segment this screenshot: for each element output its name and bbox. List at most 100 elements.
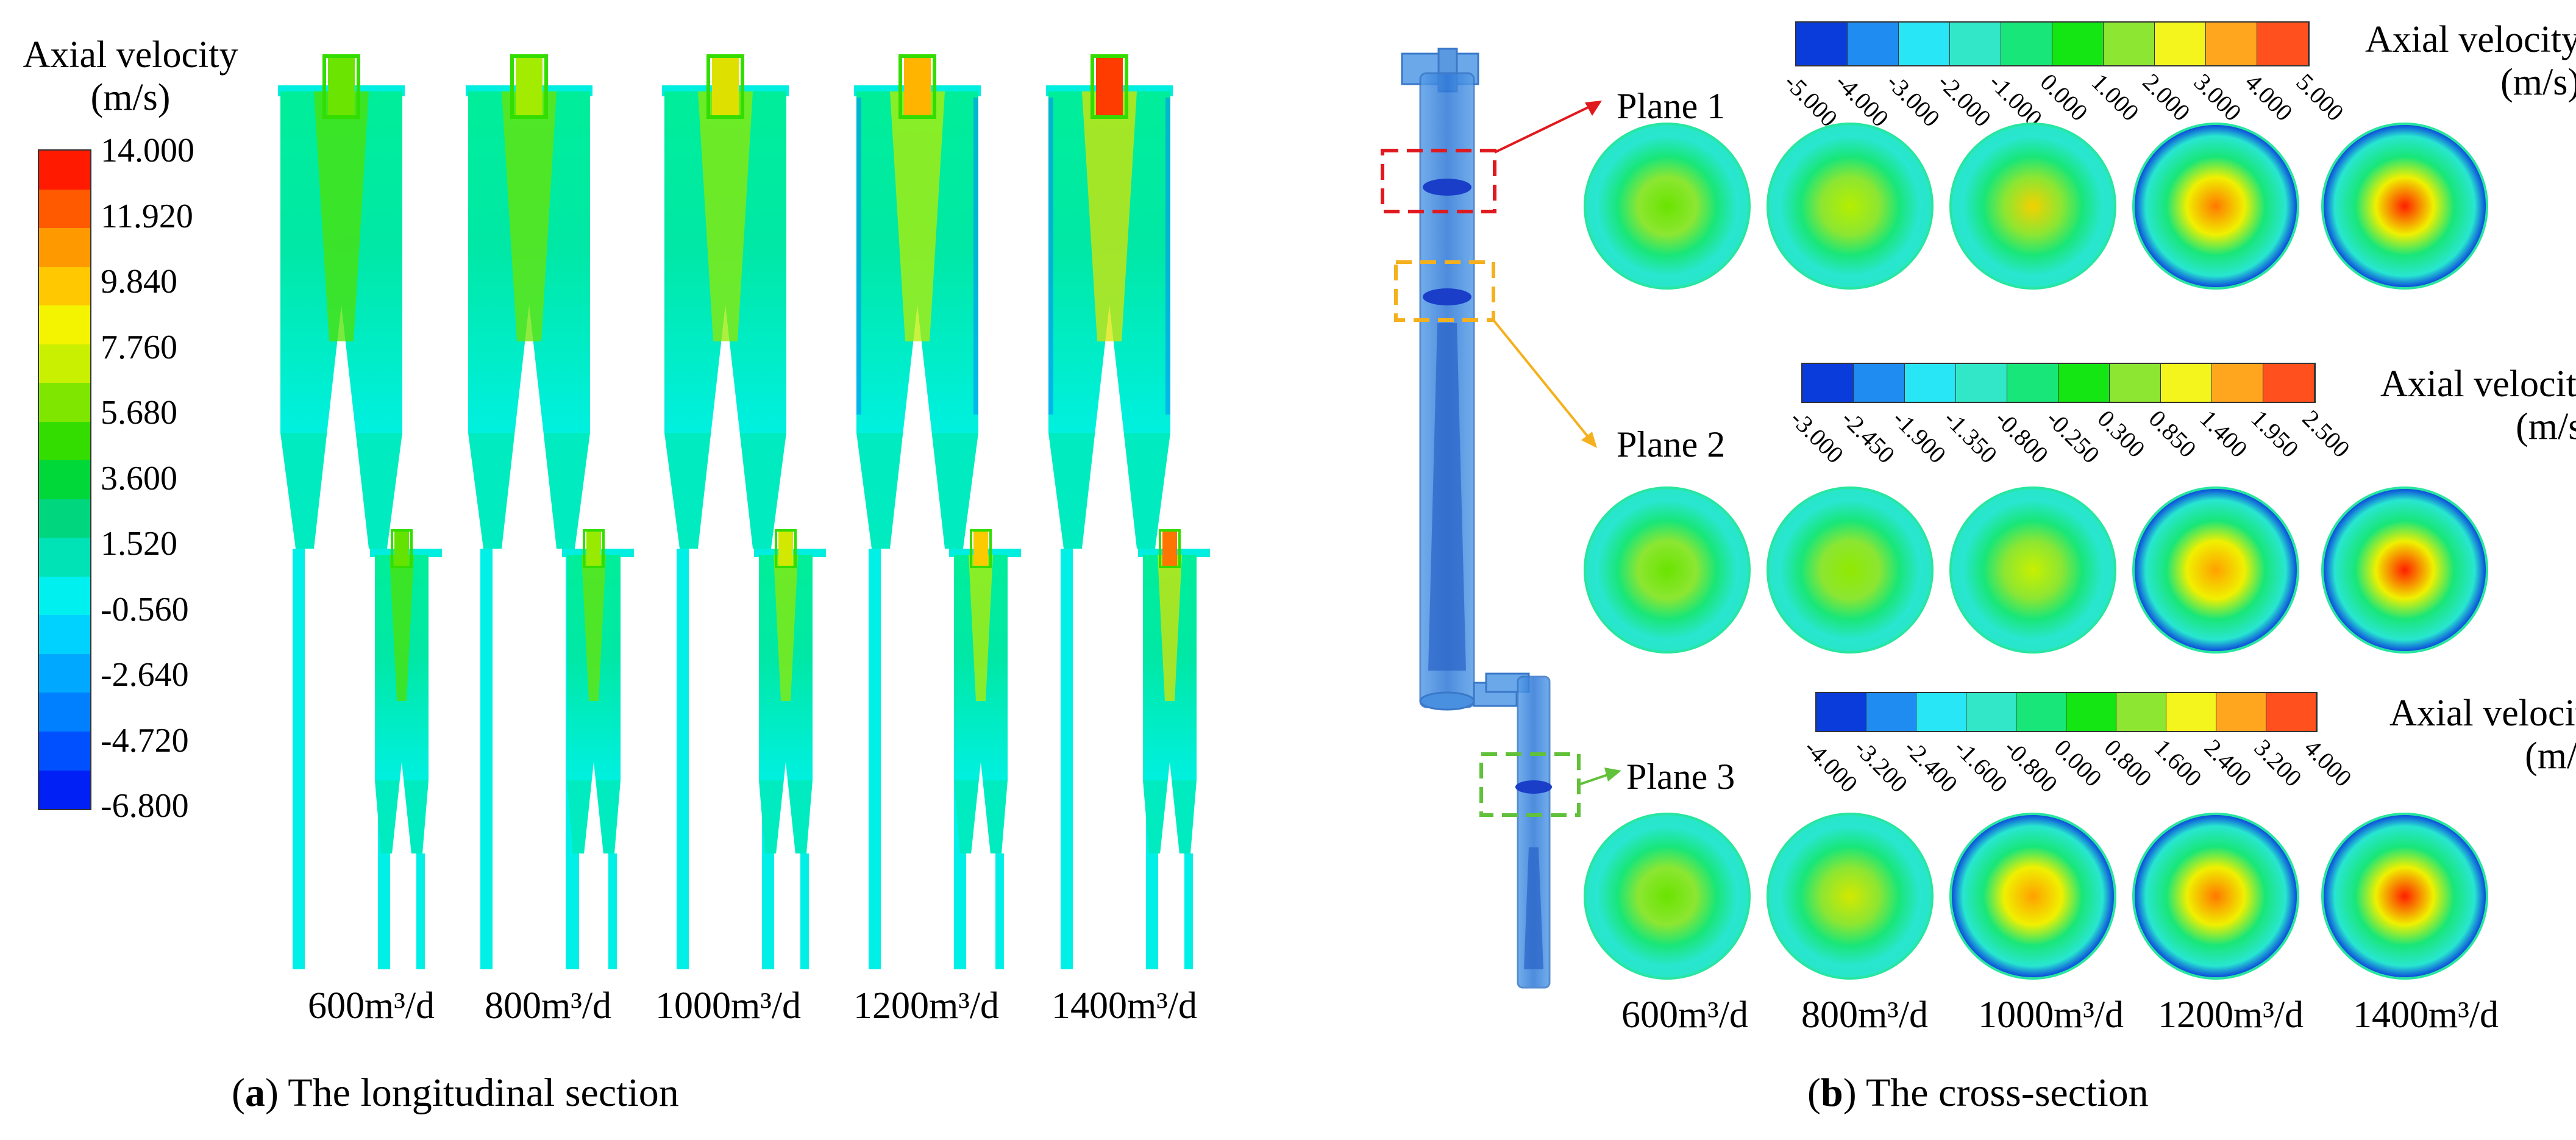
upper-overflow-pipe xyxy=(706,54,744,119)
colorbar-swatch xyxy=(2206,23,2257,65)
lower-overflow-jet xyxy=(778,530,793,567)
colorbar-swatch xyxy=(2116,693,2166,731)
legend-a-title-line2: (m/s) xyxy=(90,77,171,118)
colorbar-swatch xyxy=(2263,364,2314,402)
legend-a-swatch xyxy=(39,421,90,461)
flow-rate-label-a: 1400m³/d xyxy=(1051,985,1198,1027)
upper-spindle xyxy=(1082,305,1137,549)
plane-3-section-2 xyxy=(1767,813,1934,980)
legend-title-line2: (m/s) xyxy=(2516,406,2576,447)
colorbar-swatch xyxy=(2007,364,2058,402)
legend-a-colorbar xyxy=(38,149,91,810)
legend-a-tick-label: -4.720 xyxy=(101,721,189,760)
colorbar-swatch xyxy=(2104,23,2155,65)
legend-a-swatch xyxy=(39,770,90,810)
lower-core xyxy=(969,555,993,701)
upper-underflow-left xyxy=(869,549,881,969)
upper-overflow-jet xyxy=(904,56,931,117)
longitudinal-contours xyxy=(278,54,1210,969)
caption-b-text: The cross-section xyxy=(1856,1071,2149,1115)
plane-1-section-5 xyxy=(2321,123,2488,290)
lower-underflow-left xyxy=(958,853,966,969)
caption-a-text: The longitudinal section xyxy=(278,1071,679,1115)
flow-rate-label-b: 800m³/d xyxy=(1801,994,1929,1036)
colorbar-swatch xyxy=(1956,364,2007,402)
legend-a-swatch xyxy=(39,344,90,383)
lower-underflow-left xyxy=(763,853,771,969)
upper-underflow-left xyxy=(677,549,689,969)
legend-a-swatch xyxy=(39,383,90,422)
plane-1-label: Plane 1 xyxy=(1617,86,1726,126)
legend-a-tick-label: 1.520 xyxy=(101,525,177,563)
legend-a-tick-label: 9.840 xyxy=(101,263,177,301)
legend-a-tick-label: 5.680 xyxy=(101,394,177,432)
legend-a-swatch xyxy=(39,151,90,190)
lower-spindle xyxy=(1159,762,1181,866)
lower-underflow-left xyxy=(1147,853,1155,969)
plane-1-section-3 xyxy=(1949,123,2116,290)
legend-a-tick-label: 14.000 xyxy=(101,132,194,169)
legend-a-swatch xyxy=(39,538,90,577)
caption-b-letter: b xyxy=(1820,1071,1843,1115)
legend-a-swatch xyxy=(39,615,90,654)
colorbar-swatch xyxy=(1816,693,1866,731)
plane-3-section-1 xyxy=(1584,813,1751,980)
legend-a-swatch xyxy=(39,576,90,616)
plane-2-section-5 xyxy=(2321,486,2488,654)
upper-overflow-pipe xyxy=(1091,54,1128,119)
legend-a-tick-label: -0.560 xyxy=(101,590,189,629)
lower-overflow-jet xyxy=(1162,530,1177,567)
caption-a: (a) The longitudinal section xyxy=(232,1071,679,1115)
upper-overflow-pipe xyxy=(898,54,936,119)
upper-overflow-jet xyxy=(516,56,543,117)
legend-a-swatch xyxy=(39,460,90,499)
plane-2-section-4 xyxy=(2132,486,2299,654)
plane-2-legend-title: Axial velocity(m/s) xyxy=(2380,363,2576,448)
colorbar-swatch xyxy=(2161,364,2212,402)
flow-rate-label-a: 800m³/d xyxy=(485,985,612,1027)
lower-underflow-right xyxy=(416,853,425,969)
lower-overflow-pipe xyxy=(970,529,992,568)
legend-title-line2: (m/s) xyxy=(2500,62,2576,103)
lower-underflow-right xyxy=(995,853,1004,969)
colorbar-swatch xyxy=(2212,364,2263,402)
legend-a-swatch xyxy=(39,189,90,229)
lower-core xyxy=(1158,555,1182,701)
upper-overflow-pipe xyxy=(510,54,548,119)
colorbar-swatch xyxy=(2266,693,2316,731)
upper-core xyxy=(890,91,945,341)
plane-3-section-5 xyxy=(2321,813,2488,980)
upper-underflow-left xyxy=(480,549,493,969)
legend-title-line1: Axial velocity xyxy=(2365,19,2576,60)
colorbar-swatch xyxy=(1899,23,1950,65)
legend-a-tick-label: 7.760 xyxy=(101,328,177,366)
legend-a-tick-label: -2.640 xyxy=(101,656,189,694)
lower-spindle xyxy=(775,762,797,866)
colorbar-swatch xyxy=(2155,23,2206,65)
lower-underflow-left xyxy=(571,853,579,969)
plane-1-section-4 xyxy=(2132,123,2299,290)
colorbar-swatch xyxy=(2016,693,2066,731)
colorbar-swatch xyxy=(2001,23,2052,65)
legend-a-swatch xyxy=(39,654,90,693)
lower-overflow-pipe xyxy=(583,529,605,568)
upper-overflow-jet xyxy=(712,56,739,117)
plane-2-section-1 xyxy=(1584,486,1751,654)
lower-core xyxy=(582,555,606,701)
flow-rate-label-a: 600m³/d xyxy=(308,985,435,1027)
legend-a-tick-label: -6.800 xyxy=(101,787,189,825)
upper-underflow-left xyxy=(293,549,305,969)
colorbar-swatch xyxy=(2216,693,2266,731)
colorbar-swatch xyxy=(2058,364,2110,402)
lower-overflow-pipe xyxy=(775,529,797,568)
lower-spindle xyxy=(391,762,413,866)
plane-3-label: Plane 3 xyxy=(1626,757,1735,797)
plane-2-colorbar xyxy=(1801,363,2316,403)
upper-core xyxy=(1082,91,1137,341)
colorbar-swatch xyxy=(2110,364,2161,402)
caption-a-letter: a xyxy=(244,1071,265,1115)
legend-a-swatch xyxy=(39,499,90,538)
upper-spindle xyxy=(314,305,369,549)
colorbar-swatch xyxy=(2257,23,2308,65)
